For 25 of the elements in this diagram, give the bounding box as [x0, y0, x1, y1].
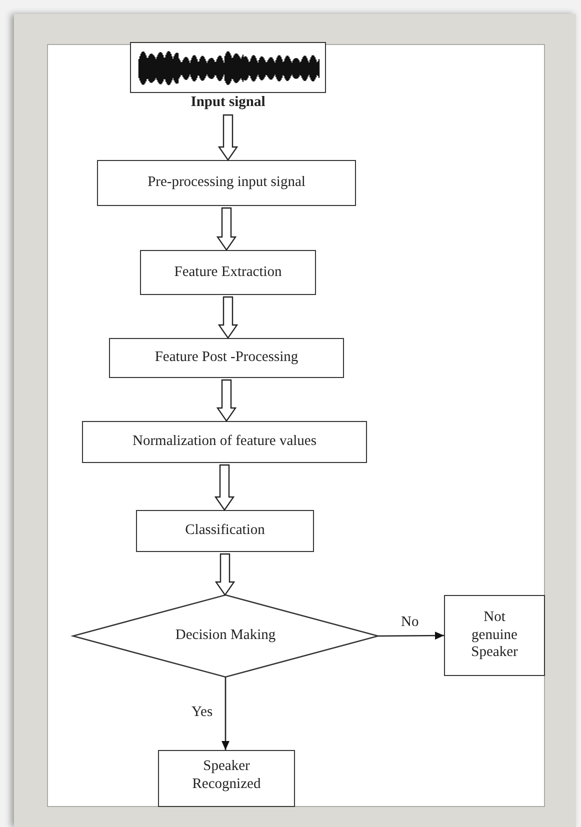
block-arrow	[216, 207, 237, 252]
waveform-panel	[130, 42, 326, 93]
node-text: Pre-processing input signal	[148, 174, 306, 192]
node-text: Not genuine Speaker	[470, 609, 519, 662]
process-box	[140, 250, 316, 295]
block-arrow	[218, 114, 238, 162]
process-box	[158, 750, 295, 807]
block-arrow	[214, 553, 236, 596]
node-text: Speaker Recognized	[191, 758, 262, 793]
block-arrow	[214, 464, 235, 512]
block-arrow	[218, 296, 238, 340]
node-text: Feature Extraction	[174, 264, 282, 282]
process-box	[97, 160, 356, 206]
node-text: Normalization of feature values	[132, 433, 316, 451]
arrow	[222, 677, 230, 750]
block-arrow	[216, 379, 237, 422]
heading-text: Input signal	[190, 93, 266, 111]
process-box	[109, 338, 344, 378]
process-box	[444, 595, 545, 676]
process-box	[136, 510, 314, 552]
node-text: Classification	[185, 522, 265, 540]
node-text: Decision Making	[175, 627, 276, 645]
process-box	[82, 421, 367, 463]
node-text: Feature Post -Processing	[154, 349, 298, 367]
arrow	[378, 632, 444, 640]
